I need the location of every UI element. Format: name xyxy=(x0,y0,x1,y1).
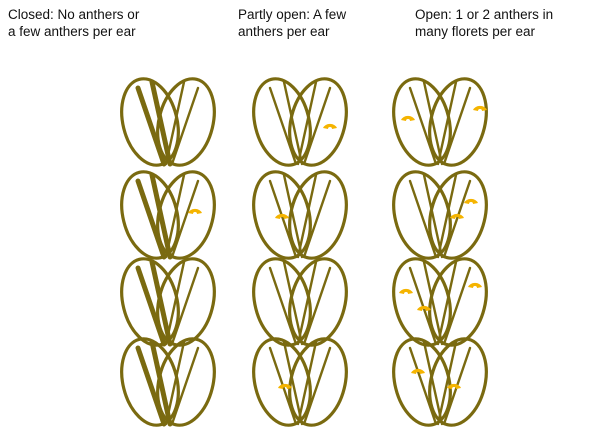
anther xyxy=(323,124,337,129)
spikelet xyxy=(113,333,223,431)
closed-wheat-ear xyxy=(113,73,223,431)
floret-line xyxy=(410,181,436,257)
anther xyxy=(464,199,478,204)
spikelet xyxy=(385,166,495,264)
spikelet xyxy=(113,73,223,171)
spikelet xyxy=(385,333,495,431)
floret-line xyxy=(270,88,296,164)
floret-line xyxy=(304,348,330,424)
floret-line xyxy=(444,181,470,257)
open-wheat-ear xyxy=(385,73,495,431)
spikelet xyxy=(245,253,355,351)
floret-line xyxy=(304,181,330,257)
floret-line xyxy=(172,181,198,257)
anther xyxy=(399,289,413,294)
partly-open-wheat-ear xyxy=(245,73,355,431)
spikelet xyxy=(245,73,355,171)
floret-line xyxy=(410,88,436,164)
floret-line xyxy=(444,88,470,164)
floret-line xyxy=(410,348,436,424)
floret-line xyxy=(304,268,330,344)
spikelet xyxy=(385,73,495,171)
spikelet xyxy=(245,333,355,431)
spikelet xyxy=(113,253,223,351)
floret-line xyxy=(172,348,198,424)
floret-line xyxy=(172,88,198,164)
floret-line xyxy=(270,181,296,257)
spikelet xyxy=(113,166,223,264)
spikelet xyxy=(385,253,495,351)
anther xyxy=(468,283,482,288)
anther xyxy=(188,209,202,214)
anther xyxy=(401,116,415,121)
floret-line xyxy=(444,268,470,344)
spikelet xyxy=(245,166,355,264)
floret-line xyxy=(172,268,198,344)
floret-line xyxy=(270,268,296,344)
